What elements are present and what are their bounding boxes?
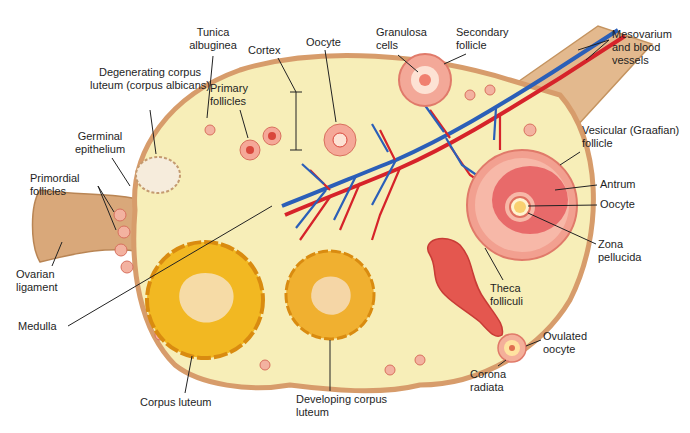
leader-line (398, 55, 418, 72)
cumulus (505, 192, 535, 222)
ovarian-ligament (33, 190, 143, 262)
primary-follicle (240, 140, 260, 160)
graafian-follicle (467, 150, 577, 260)
leader-line (555, 185, 597, 190)
primordial-follicle (121, 261, 133, 273)
growing-follicle (324, 124, 356, 156)
corpus-luteum (147, 242, 263, 358)
part-label: Germinal epithelium (62, 130, 138, 156)
part-label: Medulla (18, 320, 70, 333)
primordial-follicle (415, 355, 425, 365)
part-label: Mesovarium and blood vessels (612, 28, 686, 67)
leader-line (325, 50, 336, 122)
leader-line (526, 340, 541, 346)
primordial-follicle (205, 125, 215, 135)
secondary-follicle (399, 54, 451, 106)
leader-line (578, 40, 609, 60)
leader-line (185, 356, 192, 393)
leader-line (485, 248, 503, 280)
secondary-follicle-wall (399, 54, 451, 106)
corpus-luteum-body (147, 242, 263, 358)
part-label: Theca folliculi (490, 282, 550, 308)
leader-line (528, 213, 596, 244)
developing-corpus-luteum-core (311, 277, 351, 315)
ovulated-oocyte-nucleus (509, 345, 515, 351)
leader-lines (52, 40, 609, 393)
vein-branches (296, 104, 496, 228)
primordial-follicle (114, 209, 126, 221)
part-label: Cortex (248, 44, 293, 57)
artery (285, 36, 625, 215)
primordial-follicle (260, 360, 270, 370)
leader-line (330, 340, 331, 391)
part-label: Degenerating corpus luteum (corpus albic… (86, 66, 214, 92)
part-label: Oocyte (600, 198, 660, 211)
theca-folliculi (467, 150, 577, 260)
corpus-albicans (136, 157, 180, 193)
part-label: Tunica albuginea (178, 26, 248, 52)
cortex-bracket (278, 58, 302, 150)
part-label: Zona pellucida (598, 238, 668, 264)
primary-oocyte (268, 132, 276, 140)
developing-corpus-luteum (286, 251, 374, 339)
leader-line (150, 110, 156, 154)
oocyte (333, 133, 347, 147)
leader-line (52, 242, 62, 266)
leader-line (560, 152, 580, 165)
primordial-follicle (524, 124, 536, 136)
part-label: Vesicular (Graafian) follicle (582, 124, 686, 150)
leader-line (68, 206, 272, 326)
part-label: Ovulated oocyte (543, 330, 613, 356)
corona-radiata (498, 334, 526, 362)
granulosa-layer (475, 158, 569, 252)
primary-follicle (263, 127, 281, 145)
part-label: Developing corpus luteum (296, 393, 400, 419)
primordial-follicle (118, 226, 130, 238)
leader-line (240, 110, 248, 138)
developing-corpus-luteum-body (286, 251, 374, 339)
corpus-luteum-core (179, 273, 233, 323)
primordial-follicle (115, 244, 127, 256)
leader-line (528, 205, 597, 206)
zona-pellucida (510, 197, 530, 217)
ovary-body (134, 56, 594, 391)
part-label: Secondary follicle (456, 26, 526, 52)
leader-line (98, 186, 116, 230)
part-label: Antrum (600, 178, 660, 191)
primordial-follicle (385, 365, 395, 375)
oocyte (514, 201, 526, 213)
leader-line (444, 54, 466, 64)
ovulated-oocyte (504, 340, 520, 356)
secondary-oocyte (419, 74, 431, 86)
part-label: Primary follicles (210, 82, 272, 108)
antrum (492, 166, 568, 234)
part-label: Corona radiata (470, 368, 536, 394)
part-label: Granulosa cells (376, 26, 446, 52)
part-label: Ovarian ligament (16, 268, 80, 294)
primordial-follicle (485, 85, 495, 95)
primordial-follicle (465, 90, 475, 100)
part-label: Primordial follicles (30, 172, 98, 198)
leader-line (112, 158, 130, 186)
leader-line (498, 360, 506, 366)
part-label: Oocyte (306, 36, 356, 49)
primary-oocyte (246, 146, 254, 154)
part-label: Corpus luteum (140, 396, 240, 409)
